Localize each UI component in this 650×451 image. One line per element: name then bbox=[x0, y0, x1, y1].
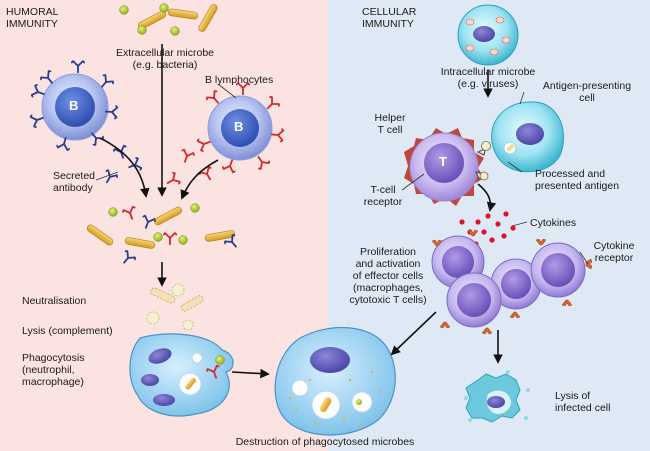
extracellular-microbe-label: Extracellular microbe (e.g. bacteria) bbox=[115, 47, 215, 71]
arrow-tcell-to-cytokine bbox=[477, 183, 497, 212]
helper-t-cell bbox=[404, 128, 491, 206]
bottom-caption: Destruction of phagocytosed microbes bbox=[235, 436, 415, 448]
infected-cell-top bbox=[457, 4, 519, 66]
antigen-presenting-cell bbox=[491, 101, 564, 173]
arrow-bright-to-cluster bbox=[180, 159, 219, 200]
leader-lines bbox=[95, 83, 589, 265]
lysed-infected-cell bbox=[464, 370, 530, 423]
lysis-infected-label: Lysis of infected cell bbox=[555, 390, 611, 414]
b-cell-left bbox=[29, 60, 119, 152]
arrow-effector-to-phagocyte bbox=[390, 311, 437, 356]
cytokines-label: Cytokines bbox=[530, 217, 577, 229]
proliferation-label: Proliferation and activation of effector… bbox=[349, 246, 427, 306]
phagocyte-humoral bbox=[129, 333, 234, 417]
b-cell-left-letter: B bbox=[69, 98, 79, 113]
neutralised-microbes bbox=[146, 283, 204, 331]
t-cell-letter: T bbox=[439, 154, 447, 169]
cellular-title: CELLULAR IMMUNITY bbox=[362, 6, 417, 30]
humoral-title: HUMORAL IMMUNITY bbox=[6, 6, 59, 30]
b-cell-right-letter: B bbox=[234, 119, 244, 134]
intracellular-microbe-label: Intracellular microbe (e.g. viruses) bbox=[440, 66, 536, 90]
processed-antigen-label: Processed and presented antigen bbox=[535, 168, 620, 192]
flow-arrows bbox=[99, 44, 503, 379]
antigen-presenting-cell-label: Antigen-presenting cell bbox=[542, 80, 632, 104]
secreted-antibody-label: Secreted antibody bbox=[53, 170, 96, 194]
phagocytosis-label: Phagocytosis (neutrophil, macrophage) bbox=[22, 352, 85, 388]
arrow-bleft-to-cluster bbox=[99, 137, 150, 198]
lysis-complement-label: Lysis (complement) bbox=[22, 325, 113, 337]
arrow-phagocyte-to-central bbox=[231, 368, 270, 379]
effector-cells bbox=[431, 229, 593, 335]
phagocyte-central bbox=[274, 326, 396, 436]
b-lymphocytes-label: B lymphocytes bbox=[205, 74, 274, 86]
cytokine-receptor-label: Cytokine receptor bbox=[593, 240, 635, 264]
neutralisation-label: Neutralisation bbox=[22, 295, 87, 307]
b-cell-right bbox=[196, 82, 285, 174]
t-cell-receptor-label: T-cell receptor bbox=[363, 184, 403, 208]
helper-t-cell-label: Helper T cell bbox=[374, 112, 406, 136]
